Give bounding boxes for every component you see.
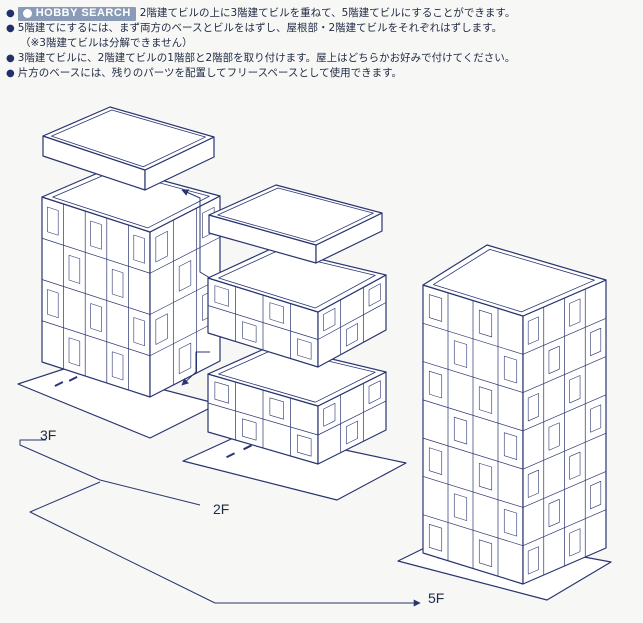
bullet-icon: ● [6,23,15,34]
bullet-icon: ● [6,68,15,79]
svg-text:2F: 2F [213,501,229,517]
assembly-arrows [19,189,421,607]
floor-label-3f: 3F [40,427,56,443]
two-story-upper-floor [207,247,387,368]
instruction-text: 3階建てビルに、2階建てビルの1階部と2階部を取り付けます。屋上はどちらかお好み… [17,52,516,64]
instruction-text: 2階建てビルの上に3階建てビルを重ねて、5階建てビルにすることができます。 [139,7,516,19]
two-story-building [182,344,407,501]
bullet-icon: ● [6,8,15,19]
instruction-line-4: ● 片方のベースには、残りのパーツを配置してフリースペースとして使用できます。 [6,66,636,81]
five-story-building [397,244,612,601]
floor-label-2f: 2F [213,501,229,517]
instruction-line-3: ● 3階建てビルに、2階建てビルの1階部と2階部を取り付けます。屋上はどちらかお… [6,51,636,66]
logo-text: HOBBY SEARCH [35,7,131,19]
bullet-icon: ● [6,53,15,64]
instructions-block: ● HOBBY SEARCH 2階建てビルの上に3階建てビルを重ねて、5階建てビ… [6,6,636,81]
instruction-note: （※3階建てビルは分解できません） [6,36,636,51]
logo-mark-icon [22,9,32,18]
instruction-line-2: ● 5階建てにするには、まず両方のベースとビルをはずし、屋根部・2階建てビルをそ… [6,21,636,36]
instruction-text: 片方のベースには、残りのパーツを配置してフリースペースとして使用できます。 [17,67,403,79]
instruction-line-1: ● HOBBY SEARCH 2階建てビルの上に3階建てビルを重ねて、5階建てビ… [6,6,636,21]
two-story-roof [208,184,383,264]
floor-label-5f: 5F [428,590,444,606]
three-story-building [17,166,221,439]
svg-text:3F: 3F [40,427,56,443]
svg-text:5F: 5F [428,590,444,606]
instruction-text: 5階建てにするには、まず両方のベースとビルをはずし、屋根部・2階建てビルをそれぞ… [17,22,503,34]
three-story-roof [42,106,215,191]
hobby-search-logo: HOBBY SEARCH [17,6,136,21]
instruction-text: （※3階建てビルは分解できません） [20,37,193,49]
